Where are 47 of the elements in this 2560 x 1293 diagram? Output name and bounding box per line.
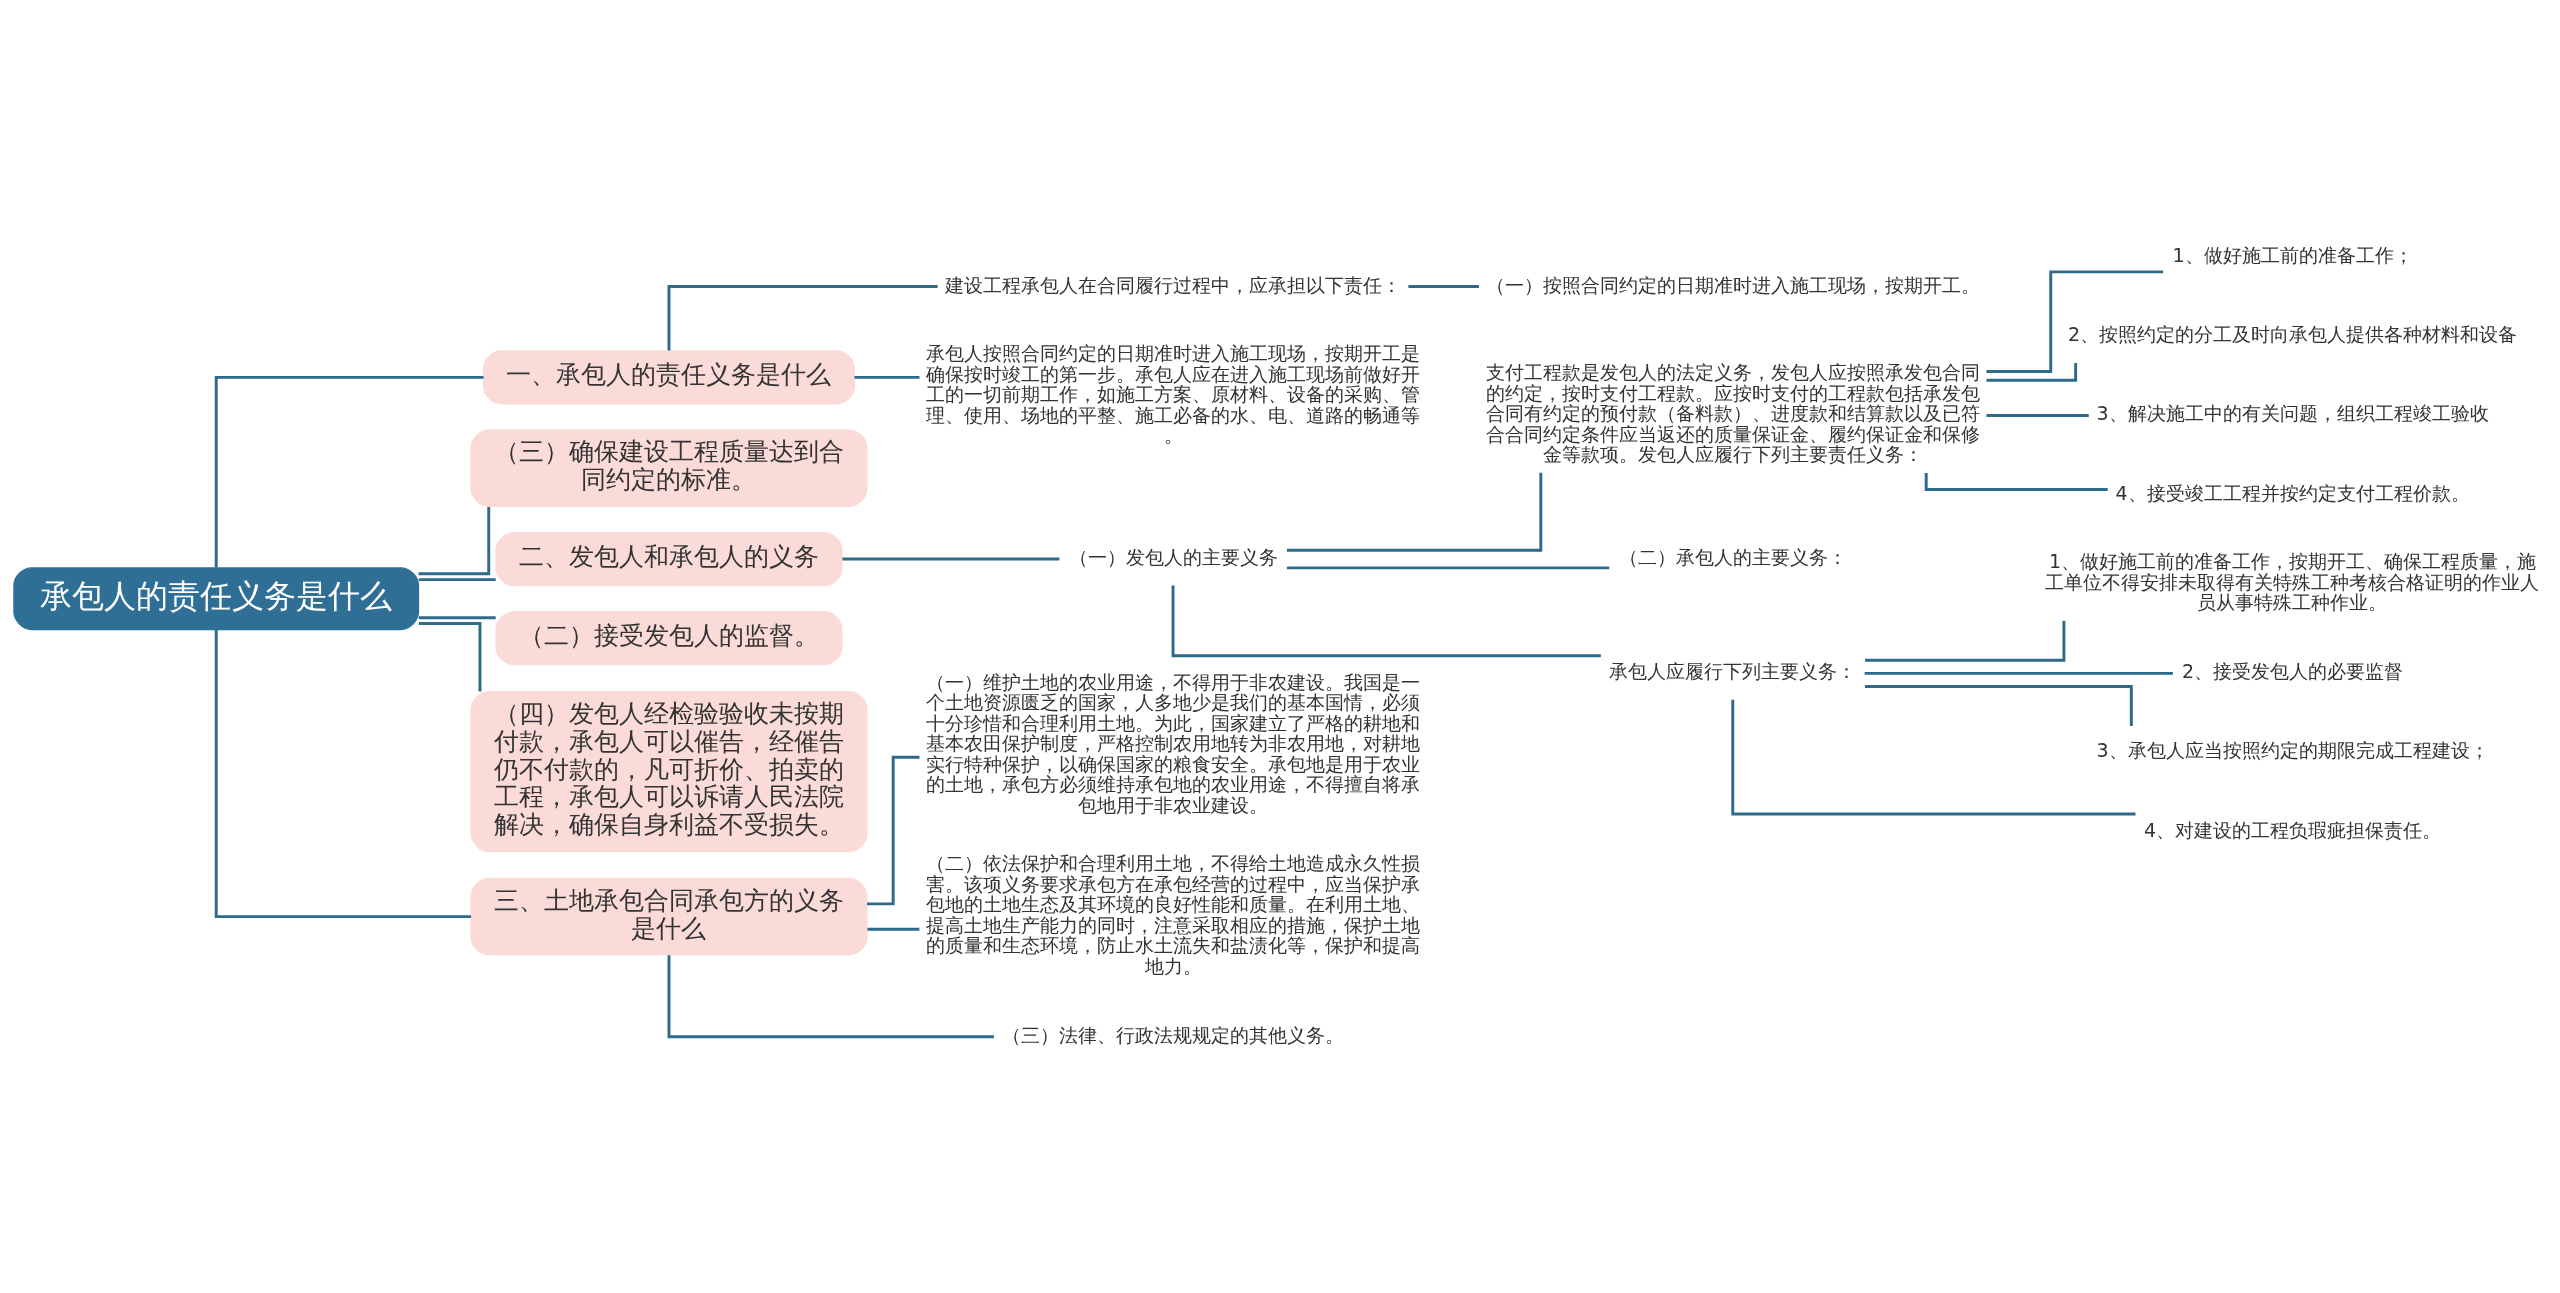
node-text: （一）维护土地的农业用途，不得用于非农建设。我国是一个土地资源匮乏的国家，人多地少是我们的基本国情，必须十分珍惜和合理利用土地。为此，国家建立了严格的耕地和基本农田保护制度，严格控制农用地转为非农用地，对耕地实行特种保护，以确保国家的粮食安全。承包地是用于农业的土地，承包方必须维持承包地的农业用途，不得擅自将承包地用于非农业建设。 xyxy=(926,670,1421,816)
node-text: 建设工程承包人在合同履行过程中，应承担以下责任： xyxy=(945,273,1402,296)
node-text: （三）法律、行政法规规定的其他义务。 xyxy=(1002,1023,1345,1046)
connector xyxy=(418,577,496,581)
connector xyxy=(418,506,491,575)
connector xyxy=(1286,565,1610,569)
node-text: 承包人应履行下列主要义务： xyxy=(1609,659,1857,682)
node-text: （二）承包人的主要义务： xyxy=(1618,545,1847,568)
connector xyxy=(1864,684,2133,726)
connector xyxy=(1865,620,2066,662)
node-text: 4、对建设的工程负瑕疵担保责任。 xyxy=(2143,818,2442,841)
node-box: 承包人的责任义务是什么 xyxy=(13,566,420,630)
connector xyxy=(418,615,496,619)
node-text: （一）按照合同约定的日期准时进入施工现场，按期开工。 xyxy=(1485,273,1980,296)
connector xyxy=(418,621,482,691)
connector xyxy=(1986,362,2078,382)
connector xyxy=(1408,284,1479,288)
node-text: 3、解决施工中的有关问题，组织工程竣工验收 xyxy=(2096,401,2489,424)
node-text: （一）发包人的主要义务 xyxy=(1068,545,1278,568)
connector xyxy=(214,629,472,918)
node-box: （二）接受发包人的监督。 xyxy=(495,610,843,665)
node-box: 二、发包人和承包人的义务 xyxy=(495,531,843,586)
node-box: （四）发包人经检验验收未按期付款，承包人可以催告，经催告仍不付款的，凡可折价、拍卖的工程，承包人可以诉请人民法院解决，确保自身利益不受损失。 xyxy=(470,690,868,852)
connector xyxy=(1986,413,2089,417)
node-text: 3、承包人应当按照约定的期限完成工程建设； xyxy=(2096,738,2489,761)
node-text: 1、做好施工前的准备工作； xyxy=(2172,243,2413,266)
node-text: 支付工程款是发包人的法定义务，发包人应按照承发包合同的约定，按时支付工程款。应按时支付的工程款包括承发包合同有约定的预付款（备料款）、进度款和结算款以及已符合合同约定条件应当返还的质量保证金、履约保证金和保修金等款项。发包人应履行下列主要责任义务： xyxy=(1485,360,1980,465)
connector xyxy=(1986,269,2164,373)
node-box: 一、承包人的责任义务是什么 xyxy=(482,349,856,404)
node-box: （三）确保建设工程质量达到合同约定的标准。 xyxy=(470,428,868,507)
node-text: （二）依法保护和合理利用土地，不得给土地造成永久性损害。该项义务要求承包方在承包经营的过程中，应当保护承包地的土地生态及其环境的良好性能和质量。在利用土地、提高土地生产能力的同时，注意采取相应的措施，保护土地的质量和生态环境，防止水土流失和盐渍化等，保护和提高地力。 xyxy=(926,851,1421,977)
connector xyxy=(1286,472,1543,552)
connector xyxy=(214,375,484,567)
node-box: 三、土地承包合同承包方的义务是什么 xyxy=(470,877,868,955)
connector xyxy=(842,557,1060,561)
connector xyxy=(667,284,938,351)
node-text: 2、按照约定的分工及时向承包人提供各种材料和设备 xyxy=(2067,322,2518,345)
connector xyxy=(667,954,994,1038)
node-text: 承包人按照合同约定的日期准时进入施工现场，按期开工是确保按时竣工的第一步。承包人应在进入施工现场前做好开工的一切前期工作，如施工方案、原材料、设备的采购、管理、使用、场地的平整、施工必备的水、电、道路的畅通等。 xyxy=(926,341,1421,446)
node-text: 2、接受发包人的必要监督 xyxy=(2181,659,2404,682)
connector xyxy=(1864,671,2173,675)
node-text: 4、接受竣工工程并按约定支付工程价款。 xyxy=(2115,481,2470,504)
connector xyxy=(1171,585,1601,657)
connector xyxy=(867,927,920,931)
node-text: 1、做好施工前的准备工作，按期开工、确保工程质量，施工单位不得安排未取得有关特殊工种考核合格证明的作业人员从事特殊工种作业。 xyxy=(2045,549,2540,613)
connector xyxy=(854,375,920,379)
connector xyxy=(1731,699,2136,815)
